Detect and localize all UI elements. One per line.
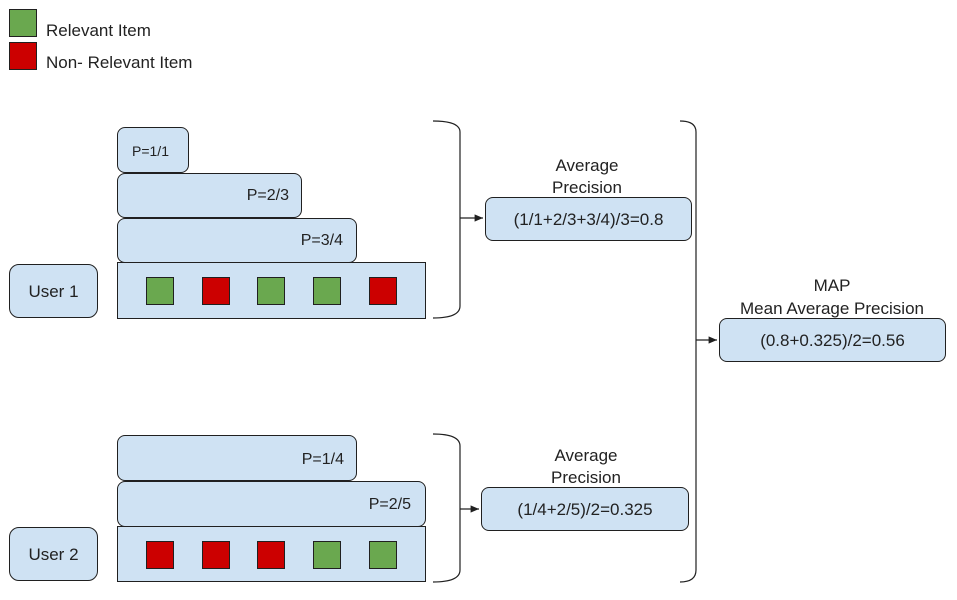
user1-item-1 — [146, 277, 174, 305]
user1-ap-box: (1/1+2/3+3/4)/3=0.8 — [485, 197, 692, 241]
user1-precision-3: P=3/4 — [117, 218, 357, 263]
user2-item-5 — [369, 541, 397, 569]
user1-ap-title-line1: Average — [555, 156, 619, 175]
user2-label: User 2 — [28, 545, 79, 564]
user1-brace — [432, 120, 461, 319]
user1-ap-formula: (1/1+2/3+3/4)/3=0.8 — [513, 210, 664, 229]
user1-item-row — [117, 262, 426, 319]
map-brace — [679, 120, 697, 583]
user1-precision-1: P=1/1 — [117, 127, 189, 173]
user1-precision-3-text: P=3/4 — [300, 232, 343, 249]
map-title-line1: MAP — [813, 276, 851, 295]
relevant-legend-label: Relevant Item — [46, 21, 151, 40]
user1-item-4 — [313, 277, 341, 305]
user1-item-3 — [257, 277, 285, 305]
user1-precision-1-text: P=1/1 — [132, 143, 169, 159]
user2-precision-1: P=1/4 — [117, 435, 357, 481]
map-box: (0.8+0.325)/2=0.56 — [719, 318, 946, 362]
user2-label-box: User 2 — [9, 527, 98, 581]
user1-precision-2-text: P=2/3 — [246, 187, 289, 204]
user2-item-4 — [313, 541, 341, 569]
relevant-legend-swatch — [9, 9, 37, 37]
user2-ap-formula: (1/4+2/5)/2=0.325 — [517, 500, 653, 519]
user2-precision-1-text: P=1/4 — [301, 451, 344, 468]
user2-item-row — [117, 526, 426, 582]
user2-ap-title-line1: Average — [554, 446, 618, 465]
user2-ap-title-line2: Precision — [551, 468, 621, 487]
user2-item-3 — [257, 541, 285, 569]
user1-label: User 1 — [28, 282, 79, 301]
map-title-line2: Mean Average Precision — [740, 299, 924, 318]
user1-item-5 — [369, 277, 397, 305]
user2-brace — [432, 433, 461, 583]
non-relevant-legend-label: Non- Relevant Item — [46, 53, 193, 72]
user1-precision-2: P=2/3 — [117, 173, 302, 218]
user2-item-2 — [202, 541, 230, 569]
user1-item-2 — [202, 277, 230, 305]
user2-item-1 — [146, 541, 174, 569]
user2-ap-box: (1/4+2/5)/2=0.325 — [481, 487, 689, 531]
map-formula: (0.8+0.325)/2=0.56 — [760, 331, 905, 350]
user2-precision-2: P=2/5 — [117, 481, 426, 527]
non-relevant-legend-swatch — [9, 42, 37, 70]
user2-precision-2-text: P=2/5 — [368, 496, 411, 513]
legend: Relevant Item Non- Relevant Item — [0, 0, 230, 80]
user1-label-box: User 1 — [9, 264, 98, 318]
user1-ap-title-line2: Precision — [552, 178, 622, 197]
